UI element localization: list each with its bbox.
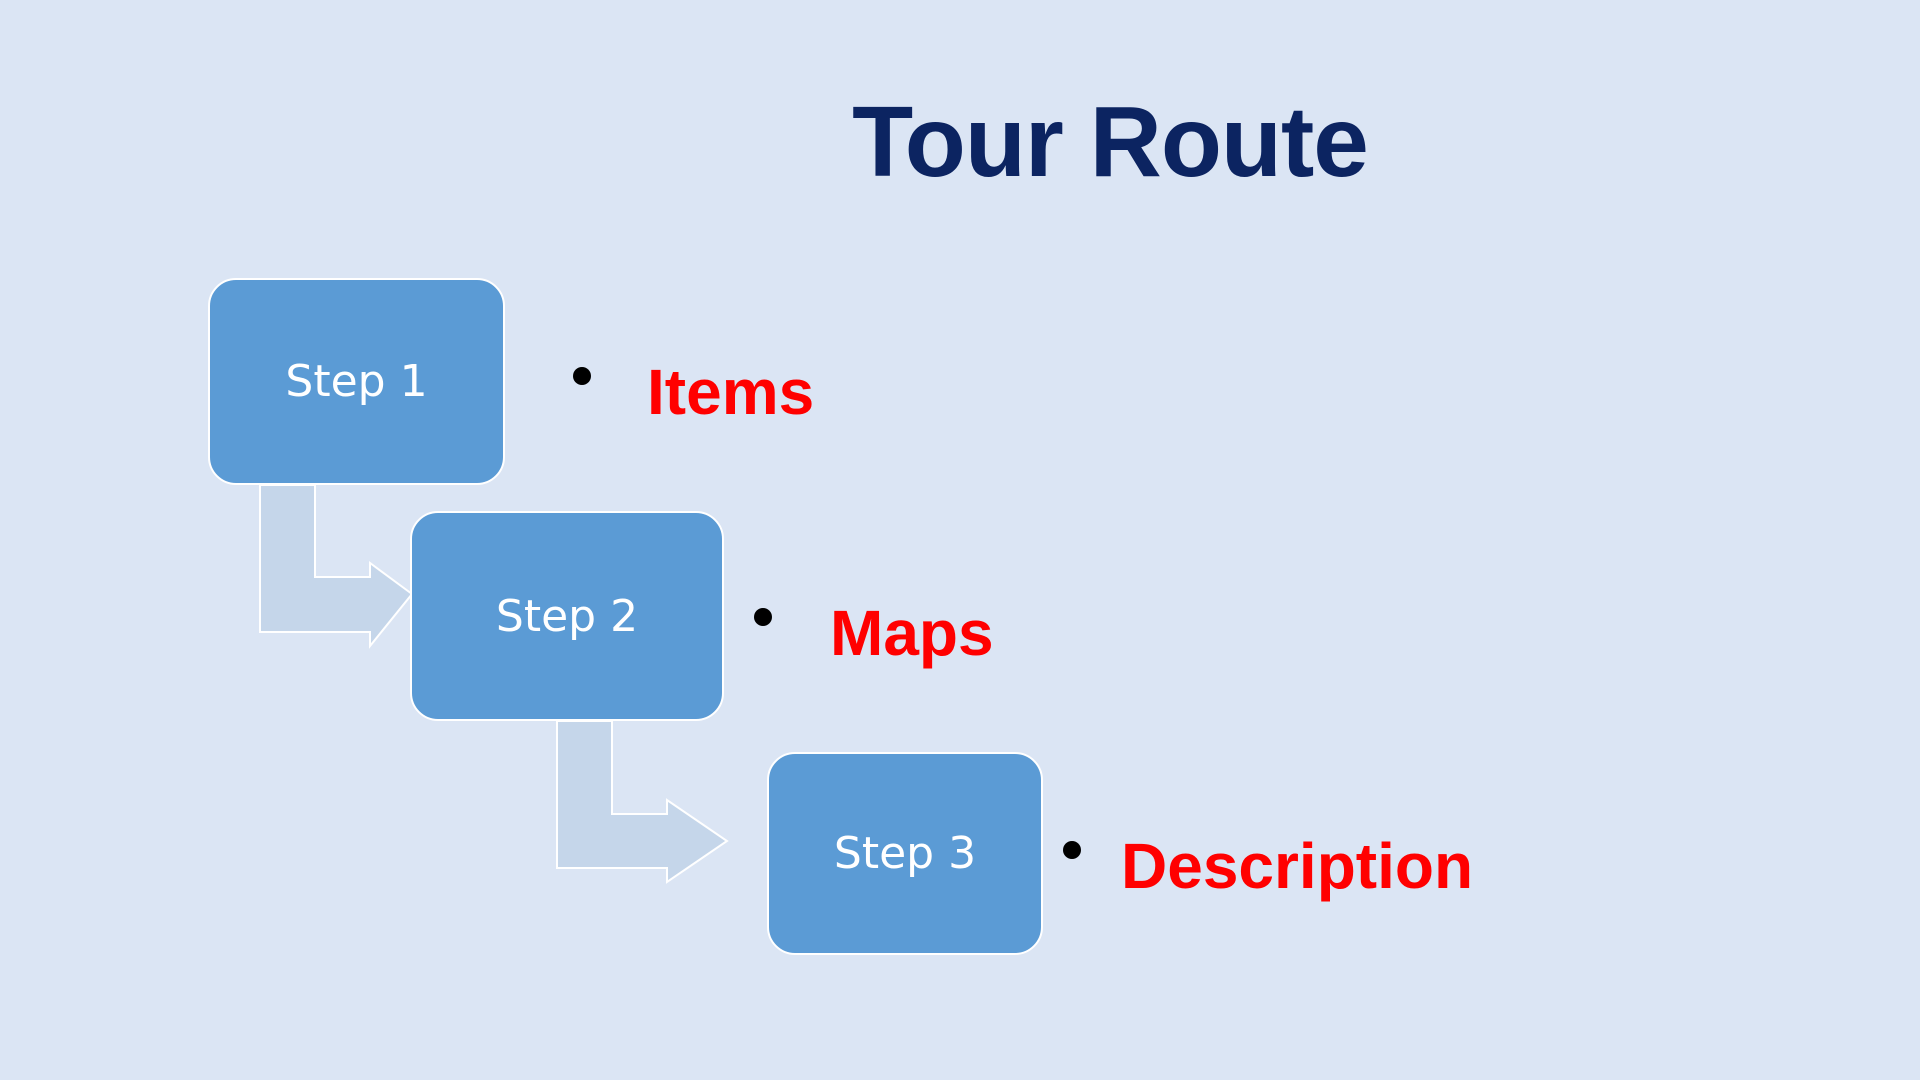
bullet-items: Items [647,356,815,428]
step-label: Step 3 [833,828,977,879]
bullet-description: Description [1121,830,1474,902]
bullet-maps: Maps [830,597,994,669]
step-label: Step 1 [285,356,428,407]
step-box-1: Step 1 [208,278,505,485]
step-box-3: Step 3 [767,752,1043,955]
step-label: Step 2 [495,590,639,642]
connector-arrow-1-to-2 [259,484,414,649]
step-box-2: Step 2 [410,511,724,721]
connector-arrow-2-to-3 [556,720,729,884]
slide-title: Tour Route [852,86,1369,198]
bullet-dot-icon [573,367,591,385]
bullet-dot-icon [754,608,772,626]
bullet-dot-icon [1063,841,1081,859]
